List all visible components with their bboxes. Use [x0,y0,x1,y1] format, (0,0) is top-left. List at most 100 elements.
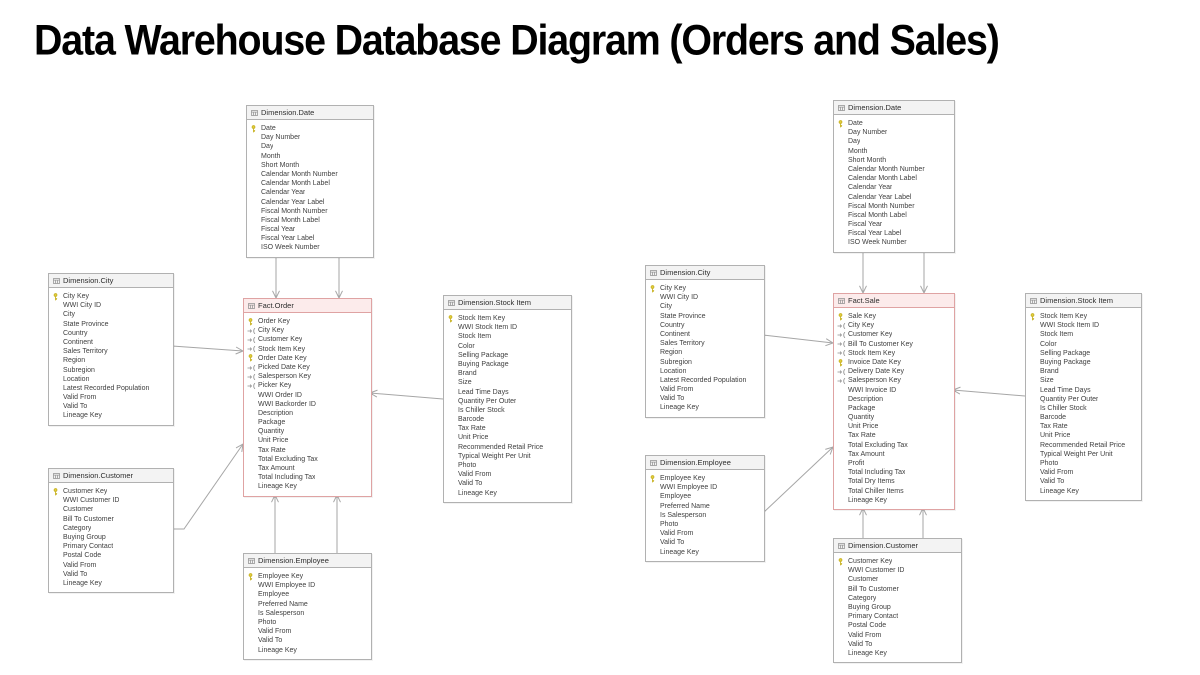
entity-header[interactable]: Dimension.Stock Item [444,296,571,310]
field-name: Photo [1040,460,1059,467]
field-row: Employee [649,492,760,501]
field-row: Unit Price [837,422,950,431]
foreign-key-icon [837,368,848,376]
entity-header[interactable]: Fact.Order [244,299,371,313]
field-name: Is Chiller Stock [458,406,505,414]
field-row: Latest Recorded Population [52,384,169,393]
field-name: City [660,303,673,311]
entity-header[interactable]: Dimension.Date [834,101,954,115]
foreign-key-icon [247,345,258,353]
field-name: Buying Package [458,360,509,368]
entity-header[interactable]: Dimension.City [646,266,764,280]
field-row: Barcode [1029,413,1137,422]
field-row: Photo [649,520,760,529]
field-row: Fiscal Month Number [250,207,369,216]
field-name: Sales Territory [660,340,705,348]
field-name: ISO Week Number [261,244,320,252]
field-row: Employee Key [649,474,760,483]
field-name: Buying Group [63,533,106,541]
primary-key-icon [837,557,848,566]
entity-title: Dimension.Stock Item [1040,296,1113,305]
field-name: Valid From [848,631,882,639]
field-name: Month [261,152,281,160]
entity-header[interactable]: Dimension.City [49,274,173,288]
field-row: Buying Group [837,603,957,612]
entity-header[interactable]: Dimension.Date [247,106,373,120]
field-row: Lineage Key [649,548,760,557]
entity-header[interactable]: Dimension.Employee [244,554,371,568]
field-name: Typical Weight Per Unit [458,452,531,460]
field-name: Valid To [63,403,88,411]
field-name: Profit [848,460,865,467]
field-name: Unit Price [848,423,879,431]
field-name: Calendar Year Label [848,193,912,201]
field-row: Date [250,124,369,133]
field-name: Primary Contact [63,543,114,551]
field-row: Region [52,356,169,365]
field-row: Order Key [247,317,367,326]
field-row: Quantity [837,413,950,422]
field-name: Stock Item [1040,331,1074,339]
field-name: Primary Contact [848,613,899,621]
field-row: Fiscal Year Label [250,234,369,243]
page-title: Data Warehouse Database Diagram (Orders … [34,16,1000,64]
table-icon [251,109,258,116]
field-name: Lineage Key [660,548,699,556]
field-row: Valid To [837,640,957,649]
field-name: Employee [660,493,692,501]
field-row: Total Dry Items [837,477,950,486]
field-name: Valid From [660,386,694,394]
field-row: Is Salesperson [247,609,367,618]
field-name: Date [261,125,276,132]
field-name: Valid From [258,628,292,636]
table-icon [53,472,60,479]
field-name: Valid To [848,640,873,648]
field-name: Sale Key [848,313,877,320]
foreign-key-icon [837,322,848,330]
field-name: Stock Item Key [848,349,896,357]
field-row: Stock Item [447,332,567,341]
field-row: Photo [447,461,567,470]
entity-header[interactable]: Dimension.Employee [646,456,764,470]
primary-key-icon [247,572,258,581]
field-name: Valid From [660,530,694,538]
foreign-key-icon [837,349,848,357]
entity-header[interactable]: Dimension.Stock Item [1026,294,1141,308]
field-name: Category [848,594,877,602]
field-name: Continent [63,338,93,346]
field-name: Is Salesperson [258,609,305,617]
field-row: Sale Key [837,312,950,321]
table-icon [838,297,845,304]
primary-key-icon [649,474,660,483]
field-name: Lineage Key [258,646,297,654]
field-row: Photo [247,618,367,627]
field-row: Stock Item Key [247,345,367,354]
entity-header[interactable]: Dimension.Customer [49,469,173,483]
field-name: Total Chiller Items [848,487,904,495]
field-row: Lineage Key [247,482,367,491]
foreign-key-icon [837,340,848,348]
field-row: ISO Week Number [837,238,950,247]
entity-header[interactable]: Dimension.Customer [834,539,961,553]
entity-header[interactable]: Fact.Sale [834,294,954,308]
field-row: Size [1029,376,1137,385]
field-row: Customer Key [837,557,957,566]
field-name: Tax Rate [258,446,286,454]
field-row: Calendar Month Label [250,179,369,188]
field-row: Valid From [247,627,367,636]
field-name: Latest Recorded Population [63,384,150,392]
